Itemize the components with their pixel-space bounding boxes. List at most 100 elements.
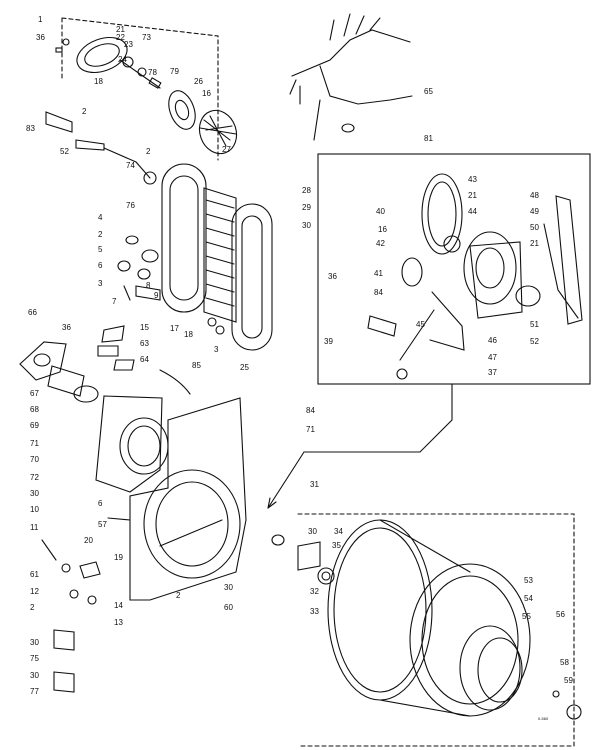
part-label: 23 bbox=[124, 40, 133, 49]
part-label: 83 bbox=[26, 124, 35, 133]
part-label: 48 bbox=[530, 191, 539, 200]
part-label: 31 bbox=[310, 480, 319, 489]
drum-group-box bbox=[297, 513, 575, 747]
part-label: 47 bbox=[488, 353, 497, 362]
part-label: 28 bbox=[302, 186, 311, 195]
part-label: 78 bbox=[148, 68, 157, 77]
part-label: 18 bbox=[94, 77, 103, 86]
front-bulkhead bbox=[95, 395, 169, 493]
detail-leader-arrow bbox=[267, 383, 453, 509]
motor-detail-parts bbox=[367, 173, 583, 380]
part-label: 53 bbox=[524, 576, 533, 585]
part-label: 84 bbox=[306, 406, 315, 415]
part-label: 52 bbox=[530, 337, 539, 346]
part-label: 68 bbox=[30, 405, 39, 414]
part-label: 32 bbox=[310, 587, 319, 596]
wire-harness bbox=[289, 13, 413, 141]
part-label: 39 bbox=[324, 337, 333, 346]
blower-wheel bbox=[168, 90, 238, 155]
part-label: 30 bbox=[30, 638, 39, 647]
part-label: 45 bbox=[416, 320, 425, 329]
part-label: 2 bbox=[98, 230, 103, 239]
part-label: 34 bbox=[334, 527, 343, 536]
part-label: 3 bbox=[98, 279, 103, 288]
part-label: 56 bbox=[556, 610, 565, 619]
part-label: 18 bbox=[184, 330, 193, 339]
part-label: 49 bbox=[530, 207, 539, 216]
part-label: 41 bbox=[374, 269, 383, 278]
part-label: 16 bbox=[378, 225, 387, 234]
part-label: 52 bbox=[60, 147, 69, 156]
part-label: 2 bbox=[146, 147, 151, 156]
part-label: 13 bbox=[114, 618, 123, 627]
part-label: 67 bbox=[30, 389, 39, 398]
heater-duct bbox=[231, 203, 273, 351]
part-label: 44 bbox=[468, 207, 477, 216]
part-label: 16 bbox=[202, 89, 211, 98]
part-label: 73 bbox=[142, 33, 151, 42]
part-label: 70 bbox=[30, 455, 39, 464]
part-label: 61 bbox=[30, 570, 39, 579]
part-label: 17 bbox=[170, 324, 179, 333]
part-label: 43 bbox=[468, 175, 477, 184]
part-label: 63 bbox=[140, 339, 149, 348]
part-label: 14 bbox=[114, 601, 123, 610]
part-label: 46 bbox=[488, 336, 497, 345]
drum-support-parts bbox=[271, 534, 582, 720]
part-label: 69 bbox=[30, 421, 39, 430]
part-label: 58 bbox=[560, 658, 569, 667]
part-label: 71 bbox=[306, 425, 315, 434]
part-label: 2 bbox=[82, 107, 87, 116]
part-label: 30 bbox=[308, 527, 317, 536]
part-label: 29 bbox=[302, 203, 311, 212]
part-label: 36 bbox=[62, 323, 71, 332]
detail-arrow-head bbox=[267, 497, 277, 509]
part-label: 6 bbox=[98, 261, 103, 270]
exhaust-duct bbox=[19, 325, 191, 403]
part-label: 76 bbox=[126, 201, 135, 210]
part-label: 25 bbox=[240, 363, 249, 372]
part-label: 54 bbox=[524, 594, 533, 603]
part-label: 72 bbox=[30, 473, 39, 482]
part-label: 2 bbox=[176, 591, 181, 600]
idler-bracket bbox=[45, 111, 157, 185]
part-label: 2 bbox=[30, 603, 35, 612]
part-label: 26 bbox=[194, 77, 203, 86]
heater-element bbox=[203, 187, 237, 323]
part-label: 8 bbox=[146, 281, 151, 290]
part-label: 33 bbox=[310, 607, 319, 616]
part-label: 60 bbox=[224, 603, 233, 612]
part-label: 71 bbox=[30, 439, 39, 448]
part-label: 74 bbox=[126, 161, 135, 170]
part-label: 30 bbox=[30, 671, 39, 680]
part-label: 12 bbox=[30, 587, 39, 596]
part-label: 4 bbox=[98, 213, 103, 222]
part-label: 30 bbox=[302, 221, 311, 230]
part-label: 85 bbox=[192, 361, 201, 370]
part-label: 19 bbox=[114, 553, 123, 562]
part-label: 51 bbox=[530, 320, 539, 329]
part-label: 35 bbox=[332, 541, 341, 550]
part-label: 66 bbox=[28, 308, 37, 317]
part-label: 11 bbox=[30, 523, 39, 532]
part-label: 81 bbox=[424, 134, 433, 143]
part-label: 79 bbox=[170, 67, 179, 76]
part-label: 21 bbox=[116, 25, 125, 34]
part-label: 7 bbox=[112, 297, 117, 306]
rear-bulkhead bbox=[129, 397, 247, 601]
part-label: 3 bbox=[214, 345, 219, 354]
part-label: 42 bbox=[376, 239, 385, 248]
diagram-stamp: 0-560 bbox=[538, 716, 549, 721]
part-label: 21 bbox=[530, 239, 539, 248]
part-label: 57 bbox=[98, 520, 107, 529]
part-label: 5 bbox=[98, 245, 103, 254]
part-label: 6 bbox=[98, 499, 103, 508]
motor-pulley-assembly bbox=[55, 36, 162, 89]
part-label: 77 bbox=[30, 687, 39, 696]
part-label: 20 bbox=[84, 536, 93, 545]
drum-belt bbox=[161, 163, 207, 313]
part-label: 55 bbox=[522, 612, 531, 621]
thermostats-switches bbox=[117, 235, 225, 335]
part-label: 15 bbox=[140, 323, 149, 332]
